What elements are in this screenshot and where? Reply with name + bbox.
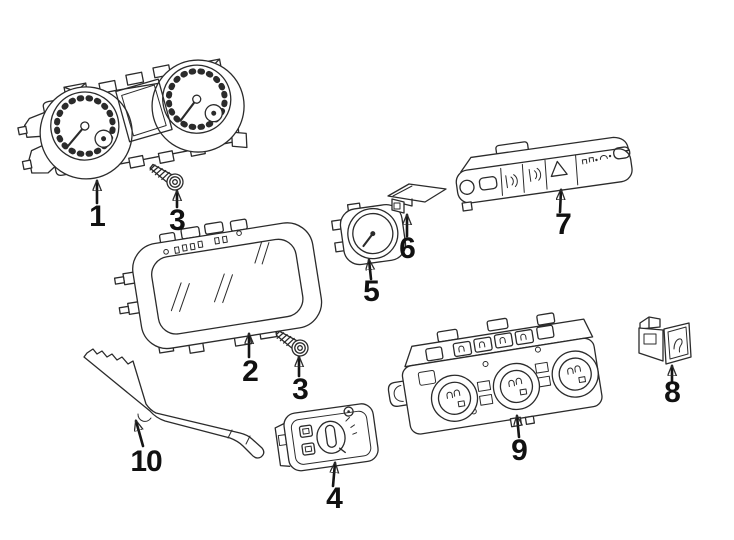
- part-9-climate-control-drawing: [387, 312, 603, 435]
- callout-7-label: 7: [555, 208, 572, 241]
- callout-1-label: 1: [89, 200, 106, 233]
- callout-9-arrow: [517, 416, 519, 439]
- callout-6-label: 6: [399, 232, 416, 265]
- callout-arrows: [97, 181, 672, 488]
- part-1-instrument-cluster-drawing: [17, 58, 248, 180]
- part-7-switch-panel-drawing: [455, 136, 633, 212]
- callout-4-label: 4: [326, 482, 343, 515]
- part-3-screw-upper-drawing: [145, 159, 187, 194]
- callout-2-label: 2: [242, 355, 259, 388]
- part-2-cluster-lens-drawing: [113, 218, 323, 354]
- callout-5-arrow: [369, 260, 371, 281]
- callout-7-arrow: [560, 190, 561, 214]
- callout-10-label: 10: [130, 445, 162, 478]
- part-6-sensor-drawing: [387, 183, 447, 214]
- part-5-clock-drawing: [331, 202, 407, 266]
- callout-10-arrow: [136, 421, 145, 448]
- part-8-accessory-switch-drawing: [638, 316, 692, 365]
- callout-5-label: 5: [363, 275, 380, 308]
- callout-3b-label: 3: [292, 373, 309, 406]
- callout-8-label: 8: [664, 376, 681, 409]
- callout-4-arrow: [333, 463, 335, 488]
- part-10-trim-strip-drawing: [83, 348, 265, 459]
- callout-9-label: 9: [511, 434, 528, 467]
- callout-3a-label: 3: [169, 204, 186, 237]
- part-4-headlamp-switch-drawing: [274, 403, 379, 472]
